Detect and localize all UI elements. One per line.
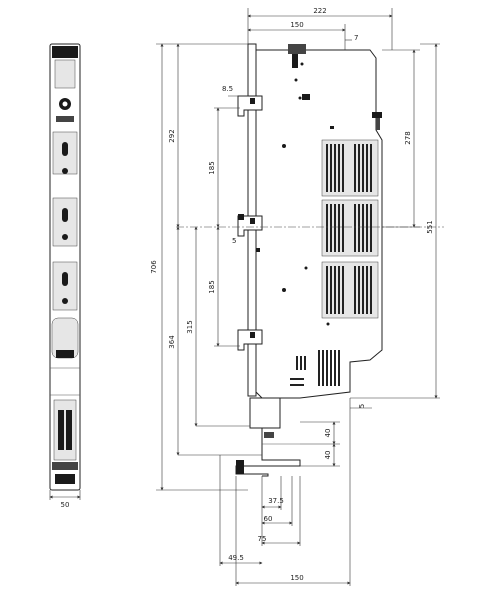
rail-hooks <box>237 95 263 351</box>
dim-left-706: 706 <box>150 260 158 274</box>
dim-left-185-upper: 185 <box>208 161 216 174</box>
dimension-lines: 222 150 7 706 292 364 315 185 185 8.5 <box>150 7 440 586</box>
vent-grilles <box>290 139 379 386</box>
dim-left-185-lower: 185 <box>208 280 216 293</box>
terminal-bracket <box>235 397 301 477</box>
dim-bottom-150: 150 <box>290 574 303 582</box>
dim-front-width: 50 <box>61 501 70 509</box>
dim-bottom-37-5: 37.5 <box>268 497 284 505</box>
dim-left-5: 5 <box>232 237 236 245</box>
dim-right-278: 278 <box>404 131 412 144</box>
dim-bottom-75: 75 <box>258 535 267 543</box>
dim-left-8-5: 8.5 <box>222 85 233 93</box>
dim-side-40-upper: 40 <box>324 429 332 438</box>
dim-bottom-60: 60 <box>264 515 273 523</box>
dim-top-150: 150 <box>290 21 303 29</box>
dim-left-364: 364 <box>168 335 176 349</box>
dim-top-7: 7 <box>354 34 358 42</box>
front-ribs <box>51 131 79 359</box>
dim-top-222: 222 <box>313 7 326 15</box>
dim-right-551: 551 <box>426 220 434 233</box>
dim-right-5: 5 <box>358 404 366 408</box>
dim-left-315: 315 <box>186 320 194 333</box>
side-view <box>176 43 444 477</box>
dim-bottom-49-5: 49.5 <box>228 554 244 562</box>
front-view: 50 <box>49 43 81 509</box>
dim-left-292: 292 <box>168 129 176 142</box>
dim-side-40-lower: 40 <box>324 451 332 460</box>
